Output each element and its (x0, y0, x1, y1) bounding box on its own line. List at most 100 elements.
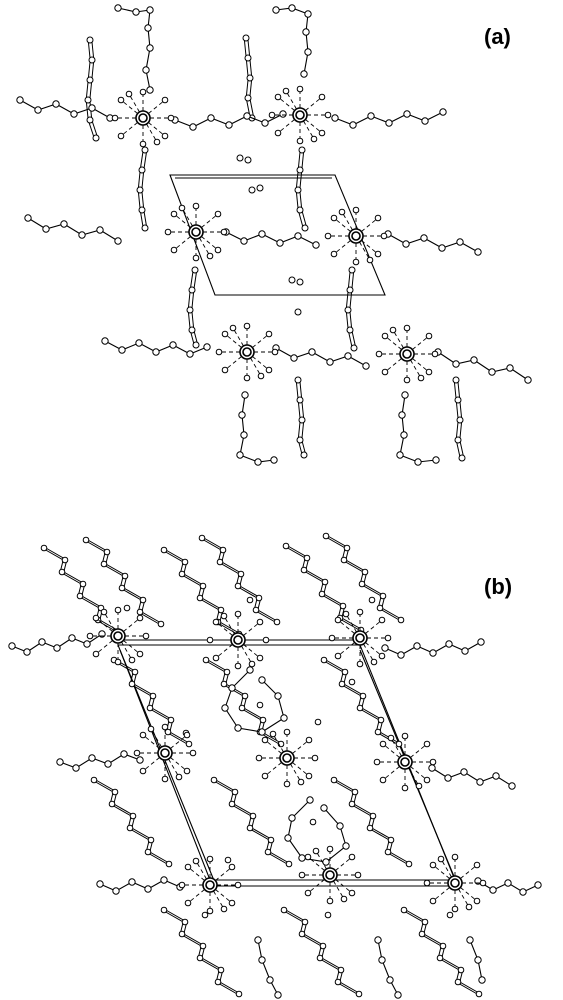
atom (294, 376, 302, 384)
bond-chain (191, 269, 199, 346)
atom (117, 96, 125, 104)
atom (367, 112, 375, 120)
atom (298, 146, 306, 154)
atom (279, 110, 287, 118)
atom (296, 166, 304, 174)
atom (178, 930, 186, 938)
hydrogen-bond (299, 96, 323, 116)
atom (304, 48, 312, 56)
metal-center-inner (325, 870, 335, 880)
atom (117, 132, 125, 140)
atom (220, 612, 228, 620)
hydrogen-bond (142, 117, 158, 143)
atom (178, 881, 186, 889)
hydrogen-bond (232, 327, 248, 353)
hydrogen-bond (454, 882, 478, 902)
bond-chain (45, 547, 122, 633)
atom (191, 266, 199, 274)
atom (217, 606, 225, 614)
atom (418, 930, 426, 938)
atom (188, 286, 196, 294)
atom (221, 366, 229, 374)
atom (257, 372, 265, 380)
bond-chain (321, 659, 398, 745)
atom (456, 238, 464, 246)
atom (351, 788, 359, 796)
atom (456, 416, 464, 424)
atom (324, 111, 332, 119)
atom (206, 855, 214, 863)
hydrogen-bond (223, 615, 239, 641)
atom (258, 676, 266, 684)
atom (446, 911, 454, 919)
atom (349, 121, 357, 129)
atom (337, 966, 345, 974)
atom (264, 848, 272, 856)
atom (282, 542, 290, 550)
atom (92, 134, 100, 142)
bond-chain (87, 539, 164, 625)
atom (131, 668, 139, 676)
atom (161, 132, 169, 140)
atom (294, 186, 302, 194)
atom (238, 704, 246, 712)
atom (312, 241, 320, 249)
atom (374, 728, 382, 736)
atom (229, 324, 237, 332)
atom (270, 456, 278, 464)
atom (219, 546, 227, 554)
atom (84, 96, 92, 104)
atom (76, 592, 84, 600)
bond-chain (387, 233, 479, 253)
atom (121, 572, 129, 580)
atom (135, 339, 143, 347)
atom (79, 580, 87, 588)
atom (183, 731, 191, 739)
atom (306, 796, 314, 804)
atom (423, 740, 431, 748)
atom (96, 880, 104, 888)
hydrogen-bond (440, 858, 456, 884)
atom (387, 836, 395, 844)
atom (288, 4, 296, 12)
atom (241, 391, 249, 399)
atom (474, 956, 482, 964)
hydrogen-bond (195, 860, 211, 886)
atom (243, 374, 251, 382)
atom (161, 96, 169, 104)
atom (206, 907, 214, 915)
atom (374, 936, 382, 944)
atom (42, 225, 50, 233)
atom (181, 918, 189, 926)
bond-chain (224, 669, 285, 733)
atom (161, 723, 169, 731)
atom (258, 230, 266, 238)
hydrogen-bond (333, 217, 357, 237)
atom (445, 640, 453, 648)
metal-center-inner (402, 349, 412, 359)
atom (300, 566, 308, 574)
atom (397, 651, 405, 659)
hydrogen-bond (432, 864, 456, 884)
bond-chain (331, 779, 408, 865)
bond-chain (165, 549, 242, 635)
hydrogen-bond (299, 114, 315, 140)
atom (246, 666, 254, 674)
atom (144, 885, 152, 893)
atom (144, 848, 152, 856)
atom (396, 451, 404, 459)
atom (136, 614, 144, 622)
hydrogen-bond (359, 637, 375, 663)
atom (244, 54, 252, 62)
bond-chain (257, 939, 279, 996)
metal-center-inner (355, 633, 365, 643)
atom (223, 668, 231, 676)
atom (384, 634, 392, 642)
atom (384, 848, 392, 856)
bond-chain (239, 394, 275, 463)
atom (330, 776, 338, 784)
atom (164, 228, 172, 236)
atom (224, 856, 232, 864)
atom (138, 166, 146, 174)
atom (249, 812, 257, 820)
